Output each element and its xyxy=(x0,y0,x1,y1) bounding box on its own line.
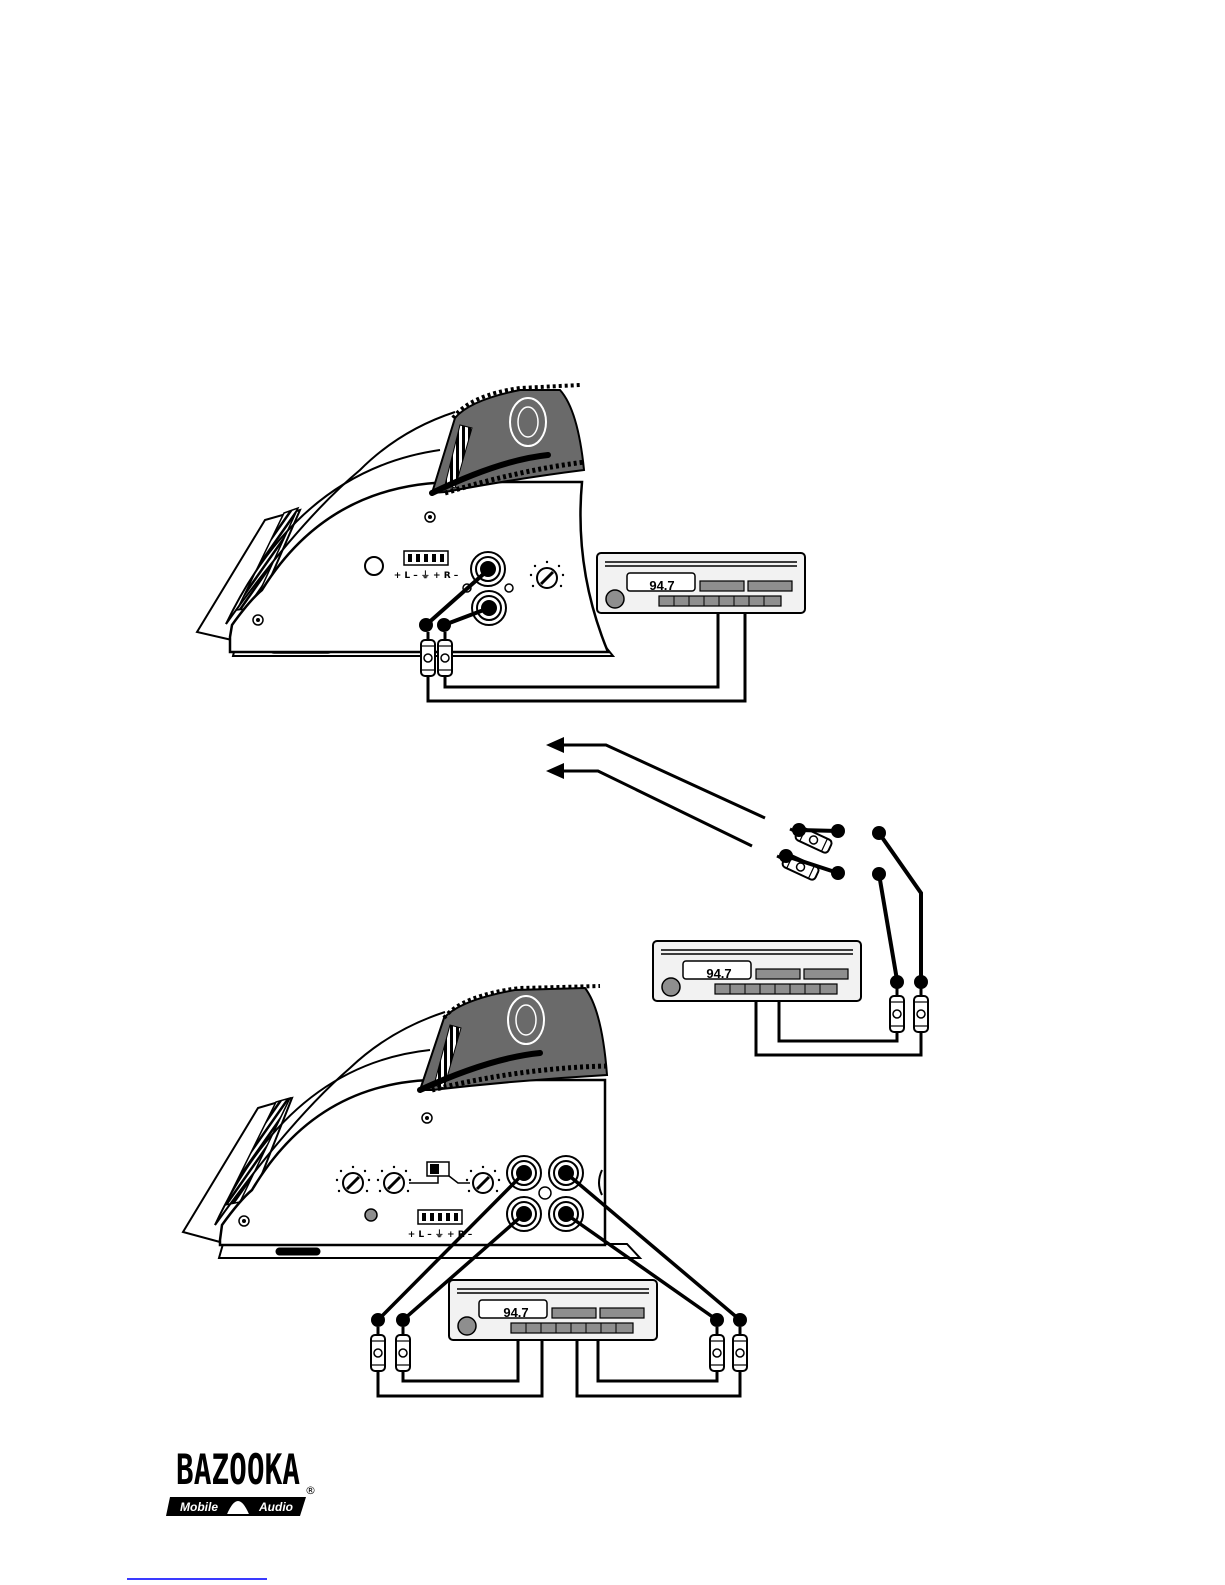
terminal-label-top: + L – ⏚ + R – xyxy=(394,570,459,581)
rca-plug-icon xyxy=(914,988,928,1032)
arrow-left-icon xyxy=(546,737,564,753)
footer-link-underline xyxy=(127,1578,267,1580)
middle-wiring xyxy=(546,737,928,1055)
logo-brand: BAZOOKA xyxy=(176,1445,300,1494)
rca-plug-icon xyxy=(371,1327,385,1371)
rca-plug-icon xyxy=(890,988,904,1032)
rca-plug-icon xyxy=(396,1327,410,1371)
logo-mobile: Mobile xyxy=(180,1500,218,1514)
radio-frequency-middle: 94.7 xyxy=(706,966,731,981)
led-indicator-icon xyxy=(365,1209,377,1221)
bazooka-logo: BAZOOKA ® Mobile Audio xyxy=(166,1445,316,1516)
radio-frequency-top: 94.7 xyxy=(649,578,674,593)
rca-plug-icon xyxy=(710,1327,724,1371)
amplifier-top: + L – ⏚ + R – xyxy=(197,385,613,656)
radio-head-unit-middle xyxy=(653,941,861,1001)
terminal-strip-bottom xyxy=(418,1210,462,1224)
radio-frequency-bottom: 94.7 xyxy=(503,1305,528,1320)
logo-audio: Audio xyxy=(258,1500,293,1514)
radio-head-unit-bottom xyxy=(449,1280,657,1340)
arrow-left-icon xyxy=(546,763,564,779)
rca-plug-icon xyxy=(733,1327,747,1371)
logo-registered: ® xyxy=(305,1484,316,1497)
radio-head-unit-top xyxy=(597,553,805,613)
terminal-strip-top xyxy=(404,551,448,565)
